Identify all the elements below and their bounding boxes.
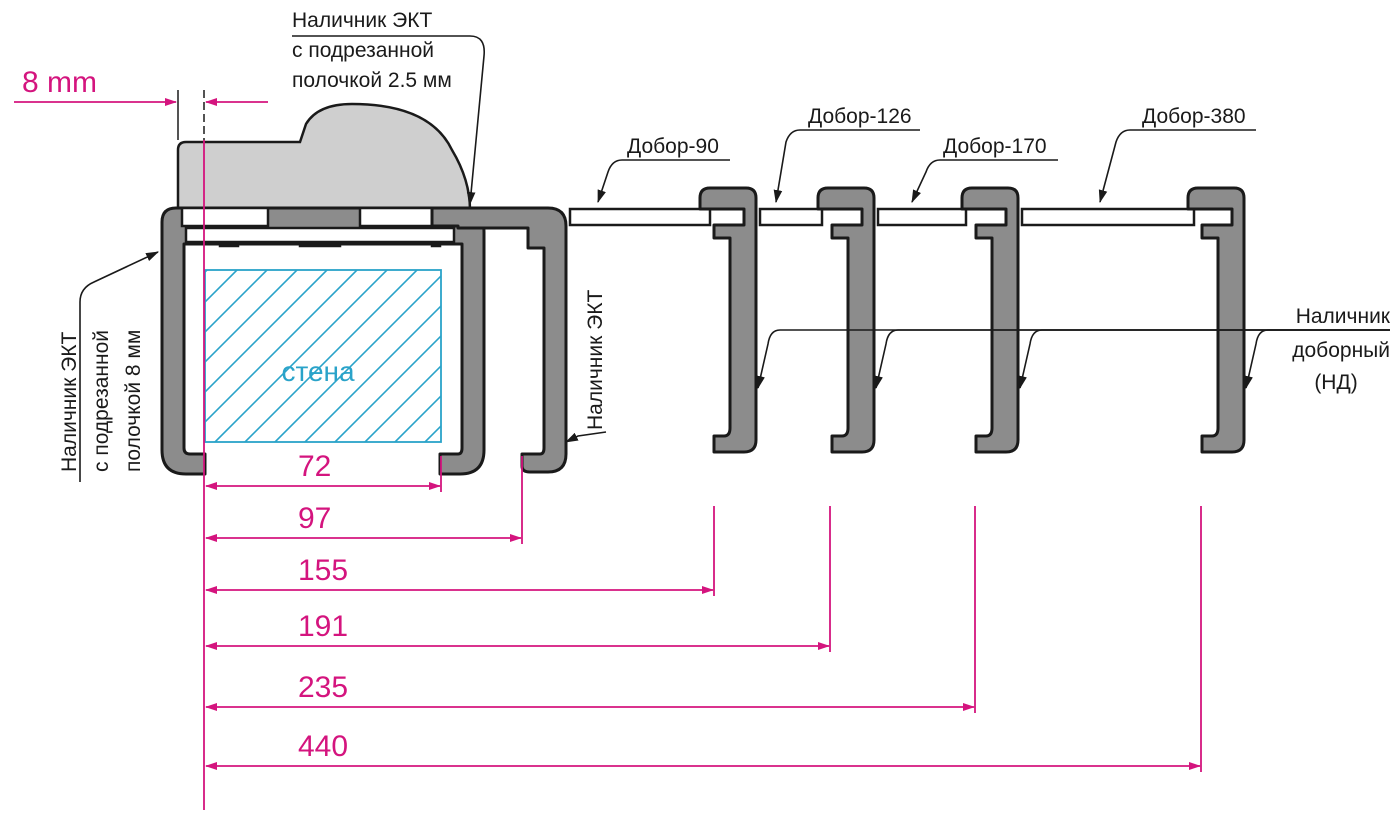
dobor-126-label: Добор-126 (808, 105, 912, 128)
trim-slot-left (180, 206, 270, 228)
leader-ekt-top (292, 35, 486, 206)
leader-ekt-left (79, 251, 159, 482)
dimension-label-97: 97 (298, 502, 331, 535)
leader-dobor-90 (597, 159, 730, 204)
trim-slot-lower (184, 226, 456, 244)
dobor-380-label: Добор-380 (1142, 105, 1246, 128)
leader-ekt-right (565, 431, 607, 443)
leader-dobor-126 (773, 129, 920, 204)
ekt-top-label-line1: Наличник ЭКТ (292, 9, 432, 32)
nd-trim-2 (816, 186, 876, 454)
ekt-top-label-line2: с подрезанной (292, 39, 434, 62)
dimension-label-155: 155 (298, 554, 348, 587)
dobor-90-label: Добор-90 (627, 135, 719, 158)
leader-dobor-380 (1098, 129, 1256, 204)
leader-nd-2 (874, 329, 1390, 390)
extension-board-4 (1020, 207, 1196, 227)
ekt-left-label-line1: Наличник ЭКТ (58, 332, 81, 472)
ekt-left-label-line3: полочкой 8 мм (122, 330, 145, 472)
nd-label-line2: доборный (1292, 339, 1390, 362)
extension-board-3 (876, 207, 968, 227)
ekt-left-label-line2: с подрезанной (90, 330, 113, 472)
wall-hatch (205, 270, 441, 442)
ekt-trim-right (430, 206, 568, 474)
dimension-label-235: 235 (298, 671, 348, 704)
dimension-label-72: 72 (298, 450, 331, 483)
dimension-label-440: 440 (298, 730, 348, 763)
leader-nd-4 (1244, 329, 1390, 390)
nd-trim-1 (698, 186, 758, 454)
leader-nd-3 (1018, 329, 1390, 390)
gap-8mm-label: 8 mm (22, 66, 97, 99)
leader-nd-1 (756, 329, 1390, 390)
ekt-top-label-line3: полочкой 2.5 мм (292, 69, 452, 92)
nd-trim-3 (960, 186, 1020, 454)
extension-board-1 (568, 207, 712, 227)
leader-dobor-170 (911, 159, 1058, 203)
nd-label-line3: (НД) (1314, 371, 1357, 394)
nd-label-line1: Наличник (1296, 305, 1391, 328)
ekt-right-label: Наличник ЭКТ (584, 290, 607, 430)
wall-label: стена (281, 356, 355, 387)
wall-area (204, 269, 442, 443)
nd-trim-4 (1186, 186, 1246, 454)
dobor-170-label: Добор-170 (943, 135, 1047, 158)
extension-board-2 (758, 207, 824, 227)
dimension-label-191: 191 (298, 610, 348, 643)
